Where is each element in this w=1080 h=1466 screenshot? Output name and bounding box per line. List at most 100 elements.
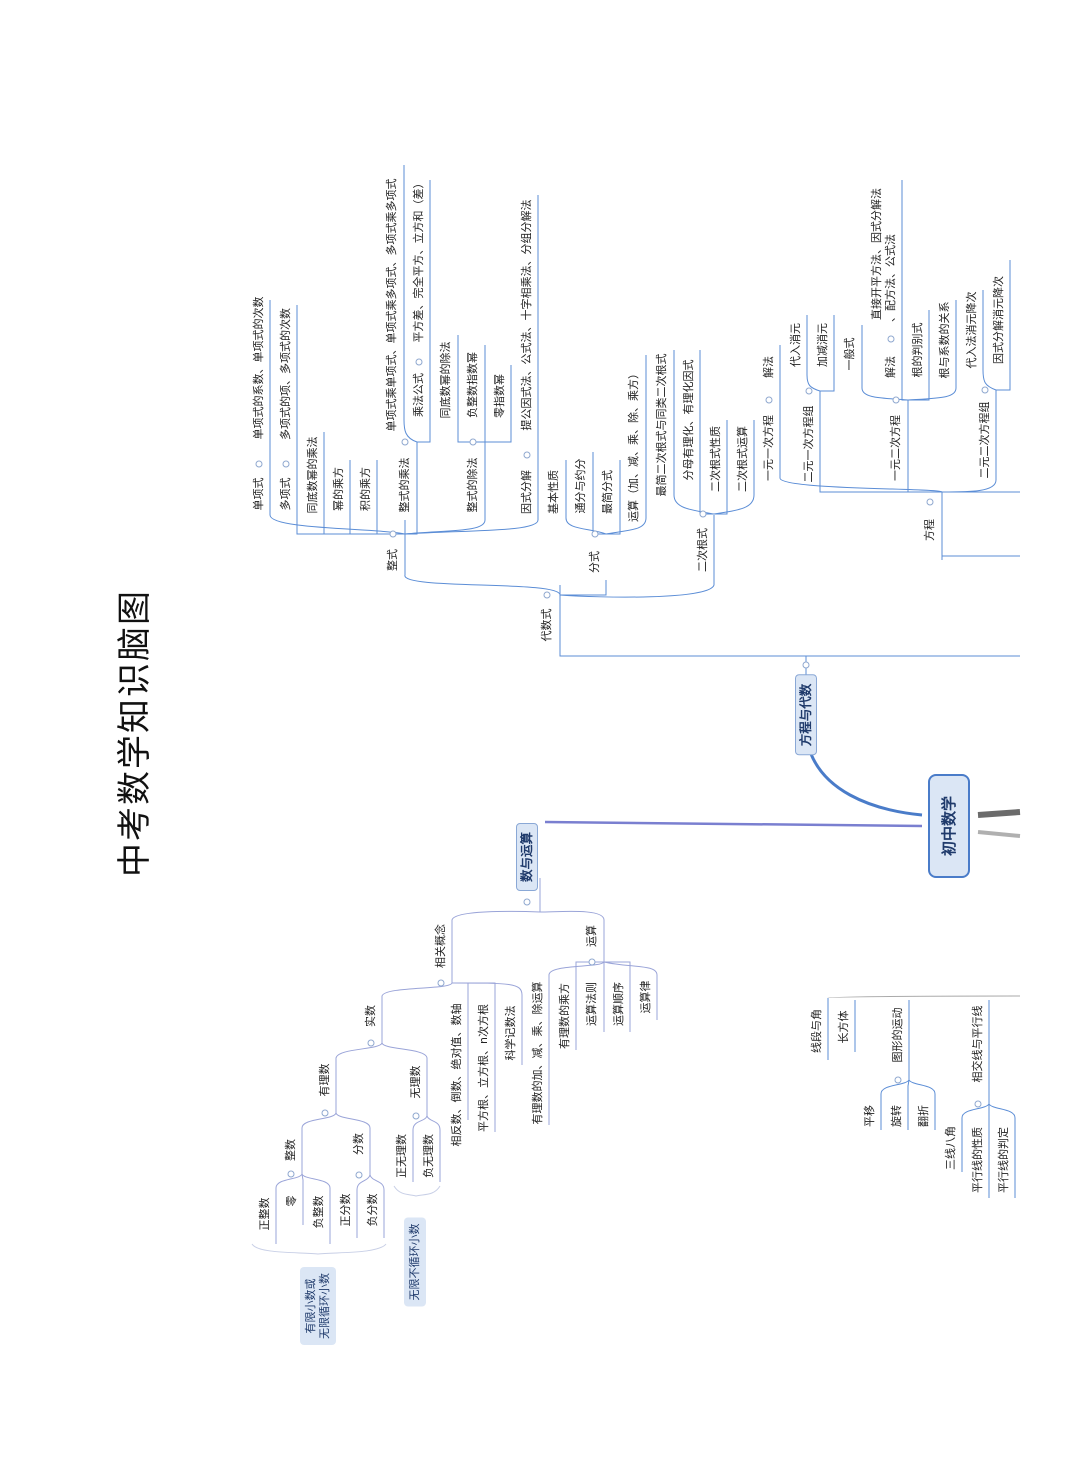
node-integer[interactable]: 整数 xyxy=(284,1139,297,1161)
collapse-toggle[interactable] xyxy=(588,958,596,966)
node-three-lines-eight-angles[interactable]: 三线八角 xyxy=(944,1126,957,1170)
collapse-toggle[interactable] xyxy=(437,979,445,987)
collapse-toggle[interactable] xyxy=(894,1076,902,1084)
collapse-toggle[interactable] xyxy=(401,438,409,446)
collapse-toggle[interactable] xyxy=(699,510,707,518)
node-factor-reduce[interactable]: 因式分解消元降次 xyxy=(992,276,1005,364)
node-roots[interactable]: 平方根、立方根、n次方根 xyxy=(477,1004,490,1132)
node-poly-divide[interactable]: 整式的除法 xyxy=(466,457,479,513)
collapse-toggle[interactable] xyxy=(926,498,934,506)
collapse-toggle[interactable] xyxy=(887,335,895,343)
collapse-toggle[interactable] xyxy=(287,1170,295,1178)
node-positive-irrational[interactable]: 正无理数 xyxy=(395,1134,408,1178)
node-rational-ops[interactable]: 有理数的加、减、乘、除运算 xyxy=(531,981,544,1125)
branch-number-operation[interactable]: 数与运算 xyxy=(516,822,538,892)
node-vieta[interactable]: 根与系数的关系 xyxy=(938,301,951,379)
node-fraction-expr[interactable]: 分式 xyxy=(588,551,601,573)
node-polynomial-expr[interactable]: 整式 xyxy=(386,549,399,571)
node-rational-number[interactable]: 有理数 xyxy=(318,1063,331,1097)
node-operation-rules[interactable]: 运算法则 xyxy=(585,982,598,1026)
node-real-number[interactable]: 实数 xyxy=(364,1005,377,1027)
node-factorization[interactable]: 因式分解 xyxy=(520,470,533,514)
node-cuboid[interactable]: 长方体 xyxy=(837,1010,850,1044)
node-negative-fraction[interactable]: 负分数 xyxy=(366,1193,379,1227)
node-parallel-criterion[interactable]: 平行线的判定 xyxy=(997,1127,1010,1193)
node-formula-detail[interactable]: 平方差、完全平方、立方和（差） xyxy=(412,177,425,343)
collapse-toggle[interactable] xyxy=(282,460,290,468)
collapse-toggle[interactable] xyxy=(523,898,531,906)
node-radical-ops[interactable]: 二次根式运算 xyxy=(736,426,749,492)
node-reflection[interactable]: 翻折 xyxy=(917,1105,930,1127)
node-translation[interactable]: 平移 xyxy=(863,1105,876,1127)
collapse-toggle[interactable] xyxy=(591,530,599,538)
node-reduce-common[interactable]: 通分与约分 xyxy=(574,458,587,514)
node-segment-angle[interactable]: 线段与角 xyxy=(810,1009,823,1053)
node-intersecting-parallel[interactable]: 相交线与平行线 xyxy=(971,1005,984,1083)
node-equation[interactable]: 方程 xyxy=(923,519,936,541)
node-poly-multiply[interactable]: 整式的乘法 xyxy=(398,457,411,513)
node-rotation[interactable]: 旋转 xyxy=(890,1105,903,1127)
node-basic-property[interactable]: 基本性质 xyxy=(547,470,560,514)
collapse-toggle[interactable] xyxy=(543,591,551,599)
node-monomial[interactable]: 单项式 xyxy=(252,477,265,511)
node-substitution-reduce[interactable]: 代入法消元降次 xyxy=(965,291,978,369)
node-discriminant[interactable]: 根的判别式 xyxy=(911,322,924,378)
node-solution-2[interactable]: 解法 xyxy=(884,356,897,378)
collapse-toggle[interactable] xyxy=(974,1100,982,1108)
node-linear-equation[interactable]: 一元一次方程 xyxy=(762,415,775,481)
node-operation-laws[interactable]: 运算律 xyxy=(639,980,652,1014)
node-related-concepts[interactable]: 相关概念 xyxy=(434,924,447,968)
node-negative-integer[interactable]: 负整数 xyxy=(312,1195,325,1229)
node-simplest-radical[interactable]: 最简二次根式与同类二次根式 xyxy=(655,353,668,497)
node-factorization-detail[interactable]: 提公因式法、公式法、十字相乘法、分组分解法 xyxy=(520,199,533,431)
node-negative-exponent[interactable]: 负整数指数幂 xyxy=(466,352,479,418)
node-monomial-detail[interactable]: 单项式的系数、单项式的次数 xyxy=(252,296,265,440)
node-fraction-ops[interactable]: 运算（加、减、乘、除、乘方） xyxy=(627,368,640,522)
node-fraction[interactable]: 分数 xyxy=(352,1133,365,1155)
node-parallel-property[interactable]: 平行线的性质 xyxy=(971,1127,984,1193)
node-power-of-power[interactable]: 幂的乘方 xyxy=(332,467,345,511)
node-solution-1[interactable]: 解法 xyxy=(762,356,775,378)
node-solution-2-detail-a[interactable]: 直接开平方法、因式分解法 xyxy=(870,188,883,320)
node-quadratic-system[interactable]: 二元二次方程组 xyxy=(978,401,991,479)
node-general-form[interactable]: 一般式 xyxy=(843,337,856,371)
collapse-toggle[interactable] xyxy=(805,387,813,395)
note-nonrepeating-decimal[interactable]: 无限不循环小数 xyxy=(404,1217,426,1307)
node-negative-irrational[interactable]: 负无理数 xyxy=(422,1134,435,1178)
node-algebraic-expression[interactable]: 代数式 xyxy=(540,608,553,642)
node-opposite-reciprocal[interactable]: 相反数、倒数、绝对值、数轴 xyxy=(450,1003,463,1147)
node-rationalize[interactable]: 分母有理化、有理化因式 xyxy=(682,359,695,481)
collapse-toggle[interactable] xyxy=(469,438,477,446)
node-quadratic-radical[interactable]: 二次根式 xyxy=(696,528,709,572)
node-same-base-divide[interactable]: 同底数幂的除法 xyxy=(439,341,452,419)
node-substitution[interactable]: 代入消元 xyxy=(789,323,802,367)
node-multiply-detail[interactable]: 单项式乘单项式、单项式乘多项式、多项式乘多项式 xyxy=(385,178,398,432)
node-multiply-formula[interactable]: 乘法公式 xyxy=(412,373,425,417)
node-quadratic-equation[interactable]: 一元二次方程 xyxy=(889,415,902,481)
node-power-of-product[interactable]: 积的乘方 xyxy=(359,467,372,511)
collapse-toggle[interactable] xyxy=(802,661,810,669)
collapse-toggle[interactable] xyxy=(367,1039,375,1047)
collapse-toggle[interactable] xyxy=(321,1109,329,1117)
branch-equation-algebra[interactable]: 方程与代数 xyxy=(795,674,817,756)
node-solution-2-detail-b[interactable]: 、配方法、公式法 xyxy=(884,234,897,322)
node-add-subtract[interactable]: 加减消元 xyxy=(816,323,829,367)
collapse-toggle[interactable] xyxy=(412,1112,420,1120)
collapse-toggle[interactable] xyxy=(523,451,531,459)
note-finite-decimal[interactable]: 有限小数或 无限循环小数 xyxy=(300,1267,336,1345)
node-zero-exponent[interactable]: 零指数幂 xyxy=(493,374,506,418)
collapse-toggle[interactable] xyxy=(415,358,423,366)
node-positive-fraction[interactable]: 正分数 xyxy=(339,1193,352,1227)
node-irrational-number[interactable]: 无理数 xyxy=(409,1065,422,1099)
node-figure-motion[interactable]: 图形的运动 xyxy=(891,1007,904,1063)
collapse-toggle[interactable] xyxy=(765,396,773,404)
node-simplest-fraction[interactable]: 最简分式 xyxy=(601,470,614,514)
collapse-toggle[interactable] xyxy=(255,460,263,468)
node-scientific-notation[interactable]: 科学记数法 xyxy=(504,1005,517,1061)
node-multinomial[interactable]: 多项式 xyxy=(279,477,292,511)
node-rational-power[interactable]: 有理数的乘方 xyxy=(558,983,571,1049)
collapse-toggle[interactable] xyxy=(355,1171,363,1179)
collapse-toggle[interactable] xyxy=(389,530,397,538)
node-operation-order[interactable]: 运算顺序 xyxy=(612,982,625,1026)
node-zero[interactable]: 零 xyxy=(285,1195,298,1207)
